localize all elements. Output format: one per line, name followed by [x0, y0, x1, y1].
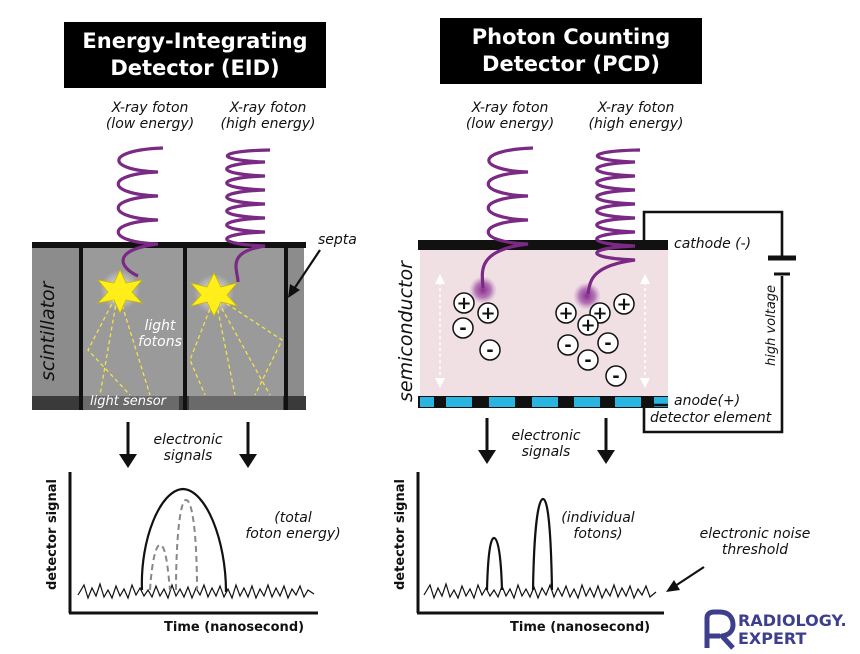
- anode-label: anode(+): [674, 393, 741, 409]
- total-energy-peak: [140, 487, 228, 593]
- charge-label: +: [480, 303, 495, 324]
- logo-line2: EXPERT: [738, 629, 807, 648]
- photon-peak-low: [485, 536, 504, 591]
- charge-label: +: [616, 294, 631, 315]
- photon-absorption-high: [573, 282, 601, 310]
- charge-label: -: [584, 350, 591, 371]
- cathode-label: cathode (-): [674, 236, 752, 252]
- light-sensor-pad: [189, 396, 283, 410]
- logo-line1: RADIOLOGY.: [738, 611, 847, 630]
- pcd-title: Photon Counting Detector (PCD): [440, 18, 702, 84]
- charge-carriers: [452, 292, 635, 387]
- septa-label: septa: [318, 232, 357, 248]
- photon-wave-low: [480, 146, 534, 289]
- eid-photon-high-label: X-ray foton(high energy): [220, 100, 316, 132]
- septum: [284, 246, 288, 410]
- scintillator-block: [32, 242, 306, 410]
- high-voltage-label: high voltage: [764, 285, 779, 366]
- photon-peak-dashed: [149, 543, 171, 591]
- signal-arrows-eid: [119, 422, 257, 468]
- pcd-graph-ylabel: detector signal: [393, 479, 408, 590]
- light-sensor-pad: [83, 396, 179, 410]
- detector-element-label: detector element: [650, 410, 772, 426]
- light-sensor-label: light sensor: [90, 394, 167, 409]
- charge-label: -: [612, 366, 619, 387]
- charge-label: +: [580, 315, 595, 336]
- logo-mark: [704, 609, 736, 650]
- pcd-graph: [416, 472, 705, 615]
- pcd-graph-xlabel: Time (nanosecond): [510, 620, 651, 635]
- charge-label: -: [486, 340, 493, 361]
- septa-arrow: [291, 249, 321, 293]
- septum: [183, 246, 187, 410]
- logo-text: RADIOLOGY. EXPERT: [738, 612, 847, 648]
- charge-label: +: [558, 303, 573, 324]
- eid-title-line1: Energy-Integrating: [82, 29, 308, 53]
- flash-high: [189, 272, 239, 317]
- photon-wave-high: [586, 148, 641, 295]
- signal-arrows-pcd: [478, 418, 615, 464]
- photon-wave-low: [116, 146, 164, 278]
- photon-wave-high: [225, 148, 271, 283]
- scintillator-label: scintillator: [37, 280, 59, 381]
- eid-title: Energy-Integrating Detector (EID): [64, 22, 326, 88]
- eid-photon-low-label: X-ray foton(low energy): [105, 100, 195, 132]
- pcd-photon-low-label: X-ray foton(low energy): [465, 100, 555, 132]
- pcd-title-line1: Photon Counting: [471, 25, 671, 49]
- charge-label: -: [459, 318, 466, 339]
- charge-label: -: [564, 335, 571, 356]
- charge-label: -: [604, 333, 611, 354]
- charge-label: +: [456, 293, 471, 314]
- pcd-title-line2: Detector (PCD): [482, 52, 660, 76]
- eid-title-line2: Detector (EID): [110, 56, 280, 80]
- eid-graph: [68, 472, 318, 615]
- semiconductor-label: semiconductor: [395, 260, 417, 402]
- anode-pixels: [420, 397, 668, 407]
- high-voltage-circuit: [642, 210, 796, 434]
- semiconductor-block: [418, 240, 668, 408]
- charge-label: +: [592, 303, 607, 324]
- eid-graph-ylabel: detector signal: [45, 479, 60, 590]
- eid-graph-xlabel: Time (nanosecond): [164, 620, 305, 635]
- septum: [79, 246, 83, 410]
- pcd-photon-high-label: X-ray foton(high energy): [588, 100, 684, 132]
- photon-peak-dashed: [175, 498, 198, 591]
- photon-absorption-low: [469, 276, 497, 304]
- flash-low: [96, 269, 144, 314]
- noise-line: [423, 582, 657, 600]
- photon-peak-high: [531, 497, 554, 591]
